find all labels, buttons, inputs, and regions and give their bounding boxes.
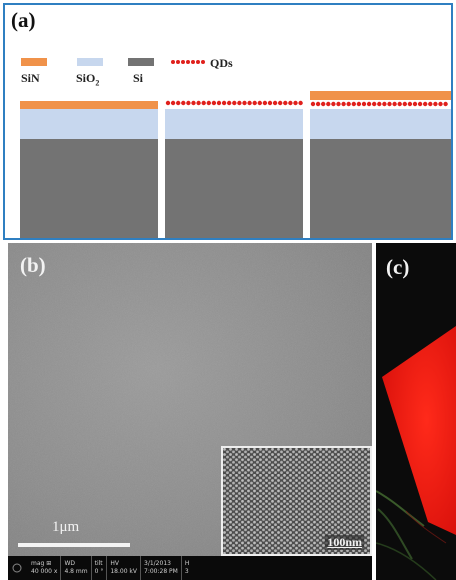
scalebar — [18, 543, 130, 547]
qd-dot — [201, 100, 206, 106]
qd-dot — [221, 100, 227, 106]
qd-dot — [407, 101, 413, 107]
qd-dot — [165, 100, 171, 106]
qd-dot — [252, 100, 257, 106]
qd-dot — [267, 100, 273, 106]
qd-dot — [227, 100, 232, 106]
qd-dot — [242, 100, 247, 106]
photo-panel: (c) — [376, 243, 456, 580]
qd-dot — [310, 101, 316, 107]
qd-dot — [402, 101, 407, 107]
qd-dot — [186, 100, 191, 106]
panel-a-label: (a) — [11, 8, 36, 32]
qd-dot — [382, 101, 387, 107]
si-substrate-1 — [20, 139, 158, 238]
qd-dot — [341, 101, 346, 107]
qd-dot — [443, 101, 448, 107]
qd-dot — [191, 100, 196, 106]
qd-dot — [423, 101, 428, 107]
qd-dot — [237, 100, 242, 106]
si-swatch — [128, 58, 154, 66]
sio2-layer-4 — [446, 109, 451, 139]
fei-logo-icon — [8, 556, 28, 580]
panel-a: (a) SiN SiO2 Si QDs — [3, 3, 453, 240]
qd-dot — [428, 101, 433, 107]
qd-dot — [216, 100, 222, 106]
sin-layer-3 — [310, 91, 448, 100]
qd-dot — [176, 100, 181, 106]
qd-dot — [278, 100, 283, 106]
layer-stack-diagram — [20, 91, 448, 238]
qd-dot — [412, 101, 418, 107]
qd-dot — [336, 101, 341, 107]
red-emission-photo — [376, 243, 456, 580]
sem-image: (b) 1μm 100nm — [8, 243, 372, 556]
qd-dot — [326, 101, 331, 107]
qd-dot — [377, 101, 382, 107]
inset-scalebar-label: 100nm — [325, 535, 364, 550]
panel-c-label: (c) — [386, 255, 410, 279]
qd-dot — [170, 100, 176, 106]
qd-dot — [366, 101, 372, 107]
qd-dot — [272, 100, 278, 106]
qd-dot — [356, 101, 362, 107]
qds-legend-label: QDs — [210, 56, 233, 70]
qd-dot — [315, 101, 321, 107]
scalebar-label: 1μm — [52, 519, 80, 535]
qd-dot — [321, 101, 326, 107]
sio2-swatch — [77, 58, 103, 66]
sio2-layer-2 — [165, 109, 303, 139]
qd-dot — [288, 100, 293, 106]
inset-image: 100nm — [221, 446, 372, 556]
qd-dot — [196, 100, 201, 106]
sio2-legend-label: SiO2 — [76, 71, 100, 88]
qd-dot — [392, 101, 397, 107]
qd-dot — [387, 101, 392, 107]
qd-dot — [181, 100, 186, 106]
qd-dot — [232, 100, 237, 106]
sin-legend-label: SiN — [21, 71, 40, 85]
sin-layer-1 — [20, 101, 158, 109]
qd-dot — [283, 100, 288, 106]
qd-dot — [247, 100, 252, 106]
si-substrate-2 — [165, 139, 303, 238]
qd-dot — [438, 101, 443, 107]
qd-dot — [211, 100, 217, 106]
si-substrate-4 — [446, 139, 451, 238]
qd-dot — [433, 101, 438, 107]
sio2-layer-1 — [20, 109, 158, 139]
qd-dot — [361, 101, 367, 107]
si-legend-label: Si — [133, 71, 144, 85]
qd-dot — [417, 101, 423, 107]
qd-dot — [331, 101, 336, 107]
info-mag: mag ⊞40 000 x — [28, 556, 62, 580]
qd-dot — [257, 100, 262, 106]
sin-layer-4 — [446, 91, 451, 100]
qd-dot — [397, 101, 402, 107]
qd-dot — [346, 101, 351, 107]
qd-dot — [372, 101, 377, 107]
sin-swatch — [21, 58, 47, 66]
qd-dot — [351, 101, 356, 107]
qd-dot — [293, 100, 298, 106]
qds-swatch — [171, 60, 205, 64]
panel-b-label: (b) — [20, 253, 46, 277]
qd-dot — [262, 100, 268, 106]
qd-dot — [298, 100, 303, 106]
si-substrate-3 — [310, 139, 448, 238]
qd-layer-3 — [310, 101, 448, 107]
qd-layer-2 — [165, 100, 303, 106]
qd-dot — [206, 100, 211, 106]
sio2-layer-3 — [310, 109, 448, 139]
